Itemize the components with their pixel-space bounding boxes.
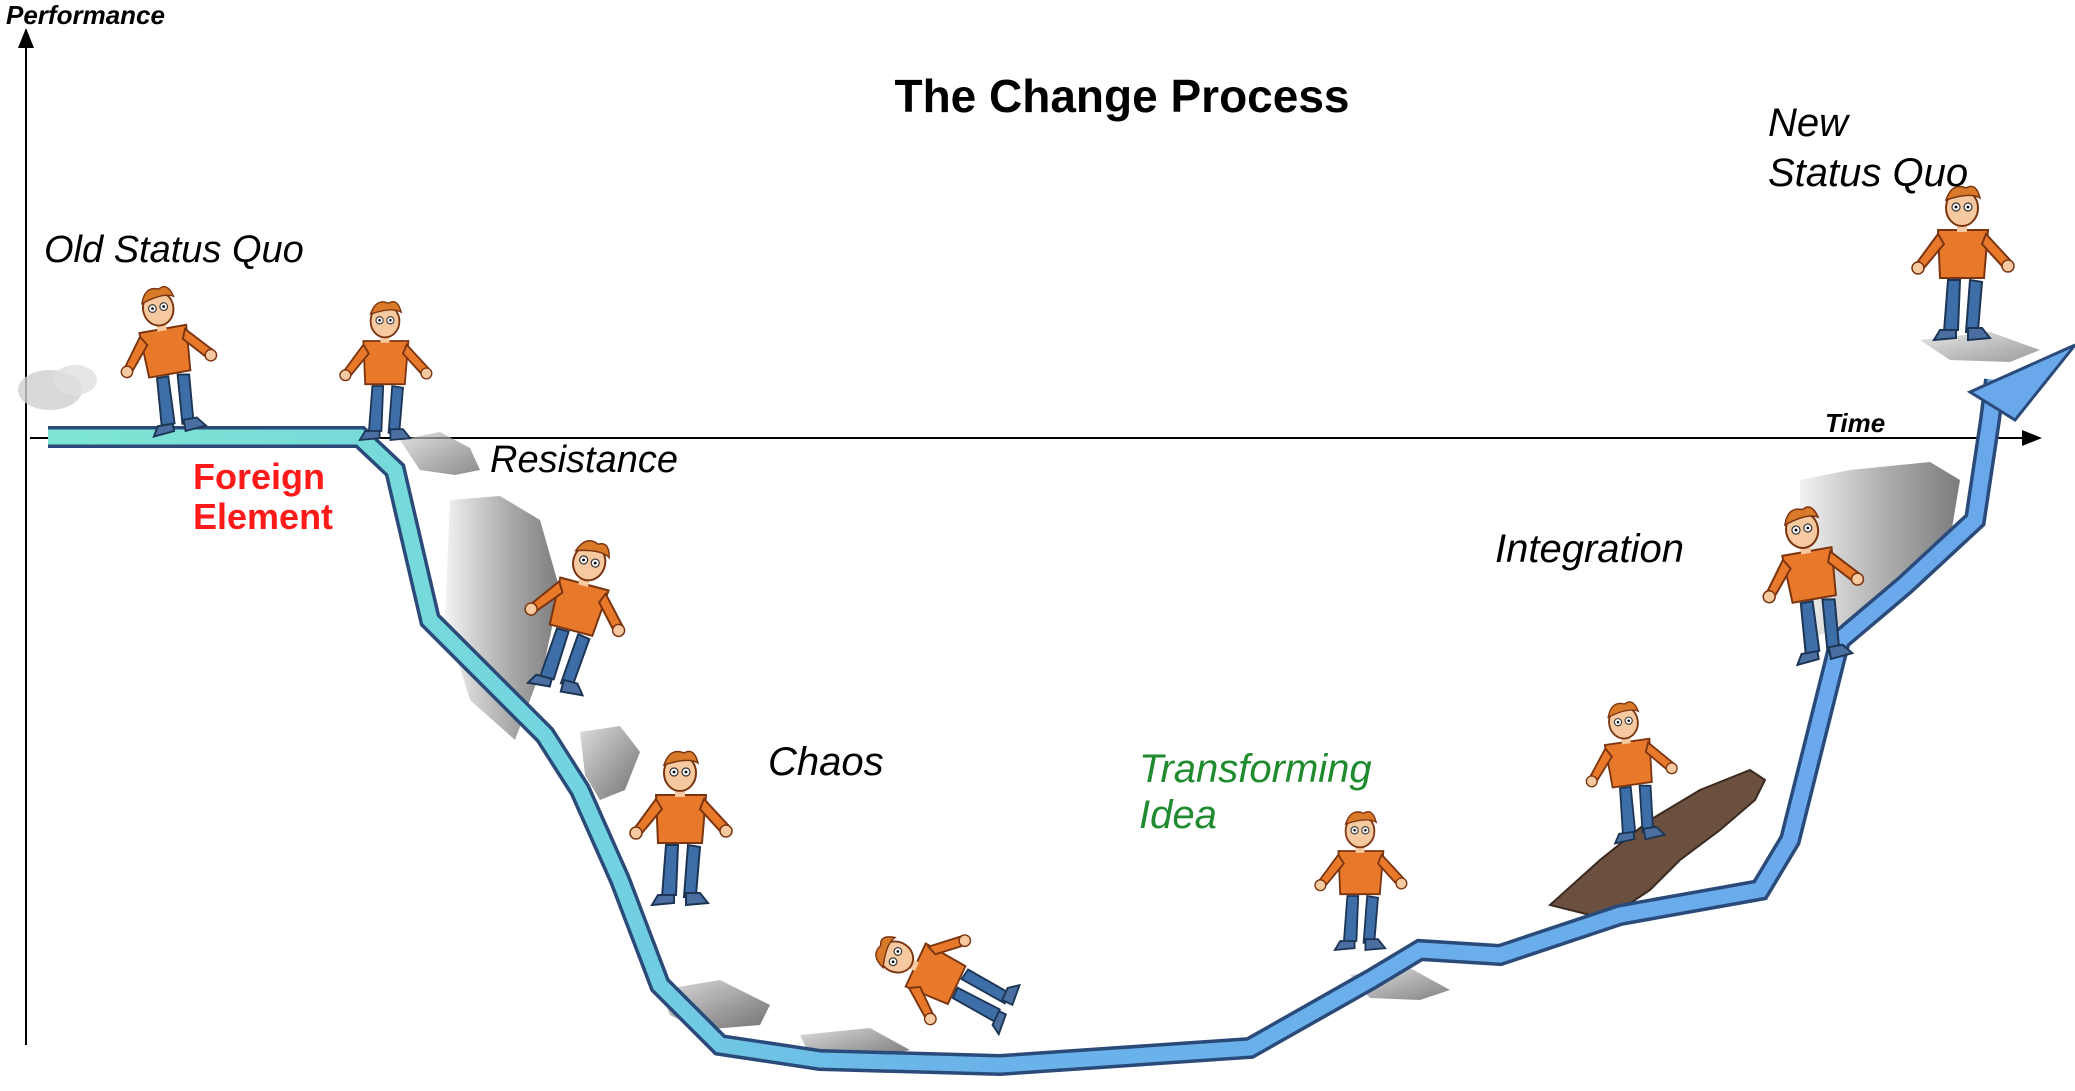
curve-arrowhead bbox=[1966, 343, 2075, 422]
startled-person-icon bbox=[339, 300, 433, 441]
dust-cloud-icon bbox=[18, 365, 97, 410]
label-transforming-idea-1: Transforming bbox=[1139, 747, 1372, 791]
chaos-rock bbox=[580, 726, 640, 800]
standing-person-icon bbox=[1911, 185, 2015, 341]
label-integration: Integration bbox=[1495, 527, 1684, 571]
x-axis-label: Time bbox=[1825, 408, 1885, 438]
label-chaos: Chaos bbox=[768, 740, 884, 784]
change-curve bbox=[48, 378, 2006, 1077]
label-old-status-quo: Old Status Quo bbox=[44, 229, 304, 271]
hanging-person-icon bbox=[629, 750, 733, 906]
idea-person-icon bbox=[1314, 810, 1408, 951]
diagram-title: The Change Process bbox=[894, 70, 1349, 122]
label-foreign-element-2: Element bbox=[193, 496, 333, 537]
y-axis-label: Performance bbox=[6, 0, 165, 30]
right-cliff bbox=[1800, 462, 1960, 640]
label-new-status-quo-1: New bbox=[1768, 101, 1851, 145]
label-new-status-quo-2: Status Quo bbox=[1768, 151, 1968, 195]
upper-left-rock bbox=[400, 432, 480, 475]
label-resistance: Resistance bbox=[490, 439, 678, 481]
falling-person-icon bbox=[856, 902, 1032, 1054]
label-foreign-element-1: Foreign bbox=[193, 456, 325, 497]
change-curve-fill bbox=[48, 379, 2003, 1073]
running-person-icon bbox=[106, 278, 230, 442]
label-transforming-idea-2: Idea bbox=[1139, 793, 1217, 837]
